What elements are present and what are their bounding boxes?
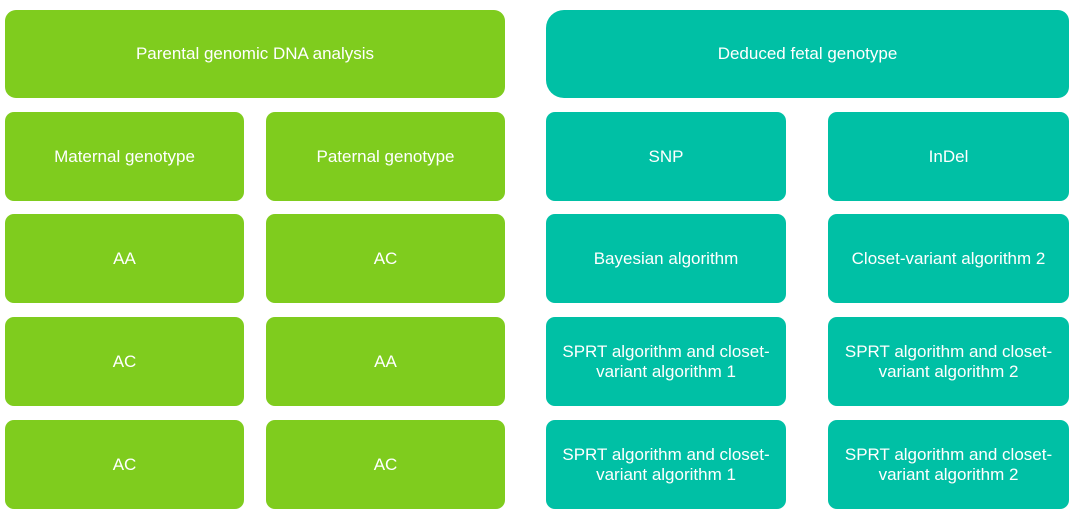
paternal-genotype-column-header: Paternal genotype	[266, 112, 505, 201]
maternal-genotype-cell: AC	[5, 317, 244, 406]
maternal-genotype-cell: AA	[5, 214, 244, 303]
fetal-genotype-header: Deduced fetal genotype	[546, 10, 1069, 98]
maternal-genotype-cell: AC	[5, 420, 244, 509]
paternal-genotype-cell: AC	[266, 214, 505, 303]
snp-algorithm-cell: Bayesian algorithm	[546, 214, 786, 303]
parental-analysis-header: Parental genomic DNA analysis	[5, 10, 505, 98]
indel-algorithm-cell: SPRT algorithm and closet- variant algor…	[828, 317, 1069, 406]
snp-algorithm-cell: SPRT algorithm and closet- variant algor…	[546, 420, 786, 509]
paternal-genotype-cell: AC	[266, 420, 505, 509]
indel-algorithm-cell: Closet-variant algorithm 2	[828, 214, 1069, 303]
indel-algorithm-cell: SPRT algorithm and closet- variant algor…	[828, 420, 1069, 509]
maternal-genotype-column-header: Maternal genotype	[5, 112, 244, 201]
paternal-genotype-cell: AA	[266, 317, 505, 406]
indel-column-header: InDel	[828, 112, 1069, 201]
snp-column-header: SNP	[546, 112, 786, 201]
snp-algorithm-cell: SPRT algorithm and closet- variant algor…	[546, 317, 786, 406]
